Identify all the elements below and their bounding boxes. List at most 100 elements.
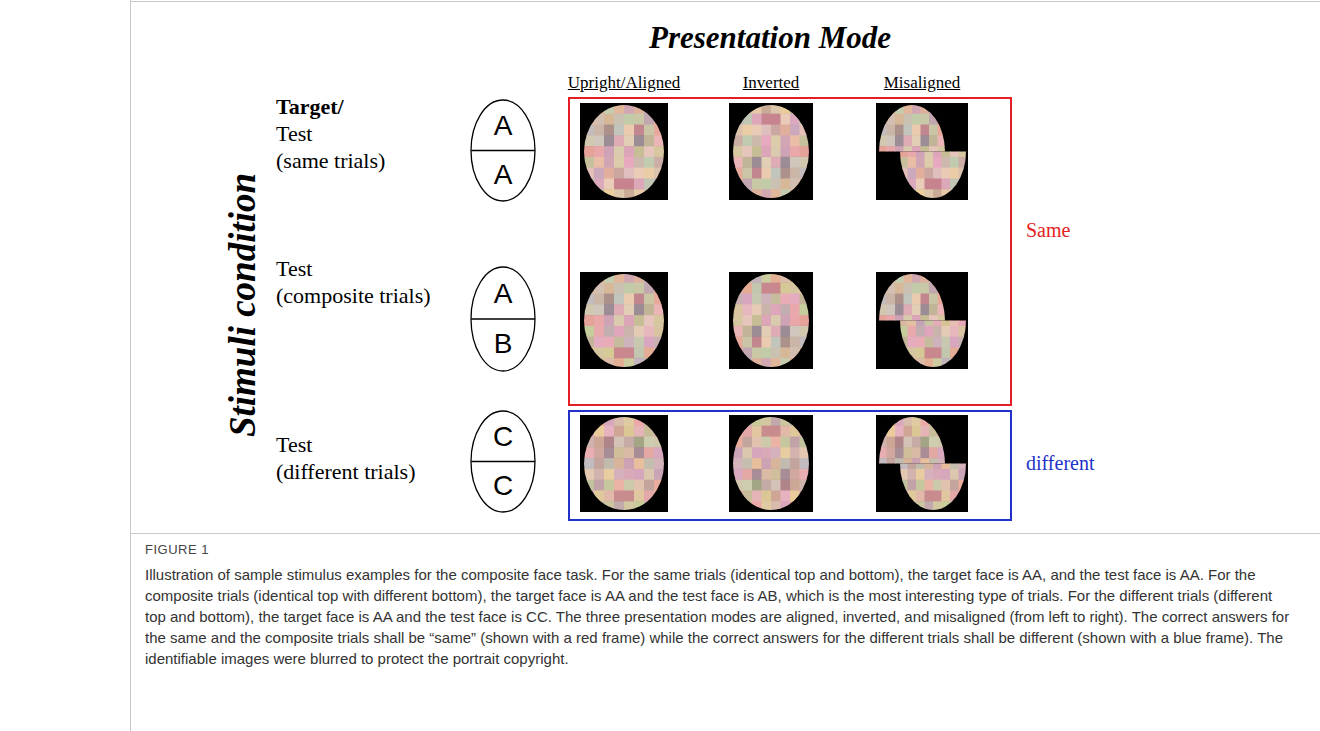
face-pixel — [887, 458, 896, 469]
face-pixel — [916, 326, 925, 337]
face-pixel — [614, 114, 625, 125]
face-pixel — [916, 490, 925, 501]
face-pixel — [654, 480, 665, 491]
face-pixel — [594, 326, 605, 337]
face-pixel — [634, 294, 645, 305]
face-pixel — [780, 458, 790, 469]
face-pixel — [950, 469, 959, 480]
face-pixel — [887, 283, 896, 294]
image-background — [580, 103, 668, 200]
face-pixel — [732, 304, 742, 315]
face-pixel — [938, 447, 947, 458]
face-half-letter: A — [494, 161, 513, 189]
face-pixel — [594, 437, 605, 448]
face-pixel — [789, 501, 799, 512]
same-answer-frame: Same — [568, 97, 1012, 406]
face-pixel — [584, 315, 595, 326]
face-pixel — [925, 480, 934, 491]
face-pixel — [654, 304, 665, 315]
face-pixel — [780, 414, 790, 425]
face-pixel — [950, 178, 959, 189]
face-pixel — [654, 458, 665, 469]
face-pixel — [925, 358, 934, 369]
face-pixel — [654, 415, 665, 426]
face-pixel — [742, 501, 752, 512]
face-pixel — [761, 458, 771, 469]
face-pixel — [921, 447, 930, 458]
column-header: Upright/Aligned — [568, 73, 680, 93]
face-pixel — [925, 168, 934, 179]
face-pixel — [654, 294, 665, 305]
face-pixel — [742, 167, 752, 178]
face-pixel — [761, 271, 771, 282]
face-pixel — [895, 294, 904, 305]
face-pixel — [742, 293, 752, 304]
face-pixel — [789, 436, 799, 447]
face-pixel — [732, 178, 742, 189]
face-pixel — [878, 437, 887, 448]
face-pixel — [614, 469, 625, 480]
face-pixel — [654, 272, 665, 283]
face-pixel — [634, 114, 645, 125]
face-pixel — [950, 315, 959, 326]
face-pixel — [761, 113, 771, 124]
face-pixel — [634, 135, 645, 146]
row-label: Test — [276, 432, 312, 457]
face-pixel — [950, 501, 959, 512]
face-pixel — [899, 347, 908, 358]
face-pixel — [908, 146, 917, 157]
face-pixel — [908, 157, 917, 168]
face-pixel — [644, 501, 655, 512]
face-pixel — [761, 336, 771, 347]
different-answer-frame: different — [568, 410, 1012, 521]
face-pixel — [780, 282, 790, 293]
face-pixel — [584, 125, 595, 136]
face-pixel — [938, 426, 947, 437]
face-pixel — [604, 490, 615, 501]
answer-label: different — [1026, 452, 1095, 475]
face-pixel — [751, 501, 761, 512]
face-half-letter: A — [494, 112, 513, 140]
face-pixel — [887, 315, 896, 326]
face-pixel — [634, 437, 645, 448]
face-pixel — [916, 178, 925, 189]
face-pixel — [780, 358, 790, 369]
face-pixel — [654, 283, 665, 294]
face-pixel — [899, 146, 908, 157]
face-pixel — [634, 415, 645, 426]
face-pixel — [912, 304, 921, 315]
face-pixel — [624, 347, 635, 358]
face-pixel — [789, 282, 799, 293]
face-pixel — [594, 304, 605, 315]
image-background — [580, 415, 668, 512]
face-pixel — [644, 189, 655, 200]
face-pixel — [770, 347, 780, 358]
face-image — [729, 102, 813, 200]
face-pixel — [742, 304, 752, 315]
row-label: (composite trials) — [276, 283, 431, 308]
face-pixel — [644, 358, 655, 369]
face-pixel — [732, 102, 742, 113]
face-pixel — [654, 178, 665, 189]
face-pixel — [899, 178, 908, 189]
face-pixel — [959, 490, 968, 501]
face-pixel — [887, 135, 896, 146]
face-pixel — [799, 501, 809, 512]
face-pixel — [751, 347, 761, 358]
face-pixel — [899, 501, 908, 512]
face-pixel — [916, 469, 925, 480]
face-pixel — [594, 125, 605, 136]
row-label: Target/ — [276, 94, 344, 119]
face-pixel — [604, 135, 615, 146]
face-pixel — [584, 326, 595, 337]
face-pixel — [624, 283, 635, 294]
face-pixel — [742, 425, 752, 436]
face-code-oval: AB — [470, 266, 536, 372]
half-divider — [471, 461, 535, 462]
face-pixel — [887, 294, 896, 305]
face-pixel — [584, 469, 595, 480]
face-pixel — [584, 283, 595, 294]
face-pixel — [594, 501, 605, 512]
image-background — [876, 415, 968, 512]
face-pixel — [624, 114, 635, 125]
